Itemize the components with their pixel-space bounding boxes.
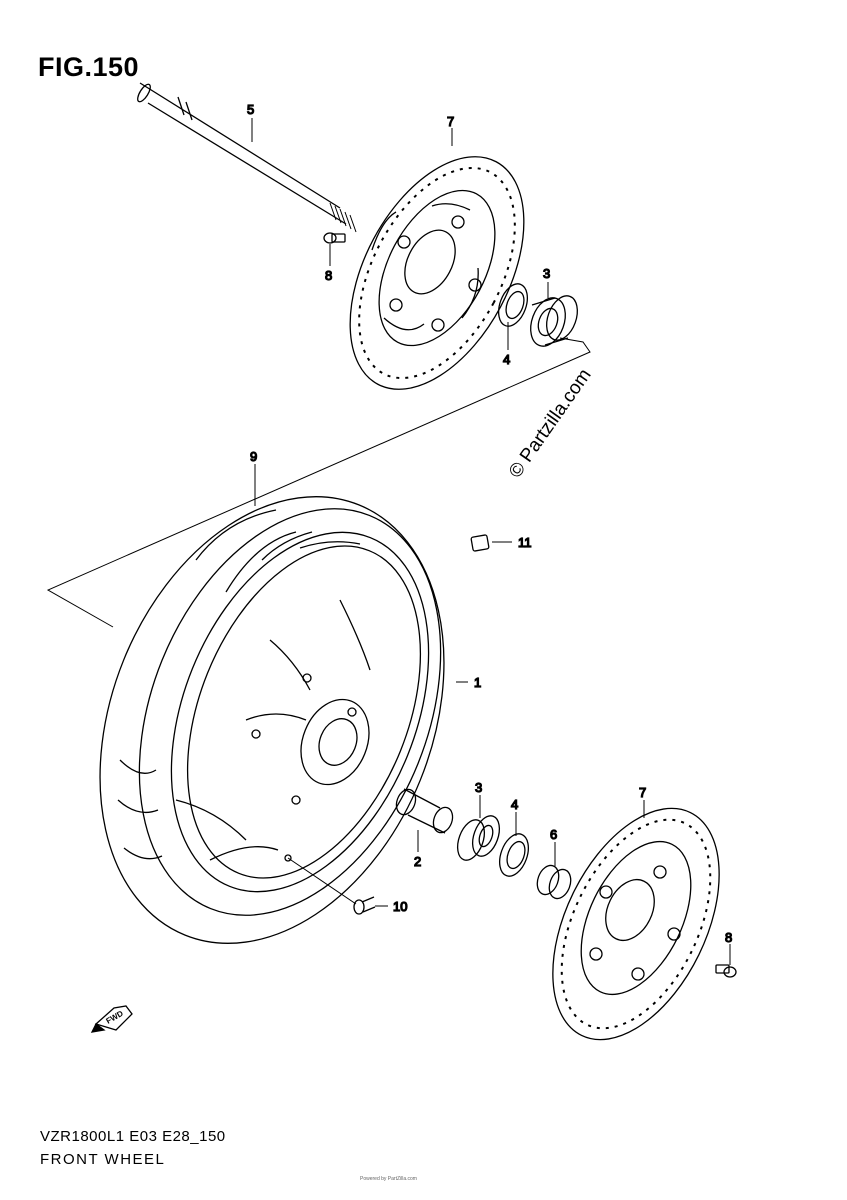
callout-7-bottom: 7 bbox=[639, 785, 646, 800]
callout-3-bottom: 3 bbox=[475, 780, 482, 795]
callout-2: 2 bbox=[414, 854, 421, 869]
figure-title: FIG.150 bbox=[38, 52, 140, 82]
balancer-weight-part[interactable] bbox=[470, 534, 490, 552]
forward-direction-arrow: FWD bbox=[90, 1005, 133, 1033]
callout-7-top: 7 bbox=[447, 114, 454, 129]
callout-11: 11 bbox=[518, 535, 532, 550]
oil-seal-part-bottom[interactable] bbox=[494, 830, 533, 880]
small-print: Powered by PartZilla.com bbox=[360, 1176, 417, 1182]
model-code: VZR1800L1 E03 E28_150 bbox=[40, 1128, 226, 1145]
disc-bolt-part-top[interactable] bbox=[323, 232, 346, 244]
spacer-part[interactable] bbox=[393, 787, 456, 836]
callout-8-top: 8 bbox=[325, 268, 332, 283]
callout-6: 6 bbox=[550, 827, 557, 842]
callout-8-bottom: 8 bbox=[725, 930, 732, 945]
front-wheel-assembly[interactable] bbox=[37, 445, 508, 995]
callout-9: 9 bbox=[250, 449, 257, 464]
bearing-part-bottom[interactable] bbox=[453, 812, 505, 864]
section-name: FRONT WHEEL bbox=[40, 1151, 166, 1168]
collar-part[interactable] bbox=[533, 862, 574, 901]
callout-4-top: 4 bbox=[503, 352, 510, 367]
bearing-part-top[interactable] bbox=[524, 292, 583, 351]
leader-lines bbox=[251, 118, 731, 965]
callout-10: 10 bbox=[393, 899, 407, 914]
brake-disc-part-bottom[interactable] bbox=[519, 782, 754, 1066]
assembly-boundary-lines bbox=[46, 337, 591, 628]
callout-4-bottom: 4 bbox=[511, 797, 518, 812]
oil-seal-part-top[interactable] bbox=[493, 280, 532, 330]
disc-bolt-part-bottom[interactable] bbox=[715, 964, 737, 978]
callout-5: 5 bbox=[247, 102, 254, 117]
front-axle-part[interactable] bbox=[135, 82, 357, 233]
callout-3-top: 3 bbox=[543, 266, 550, 281]
brake-disc-part-top[interactable] bbox=[314, 128, 559, 418]
callout-1: 1 bbox=[474, 675, 481, 690]
tire-valve-part[interactable] bbox=[287, 857, 376, 915]
